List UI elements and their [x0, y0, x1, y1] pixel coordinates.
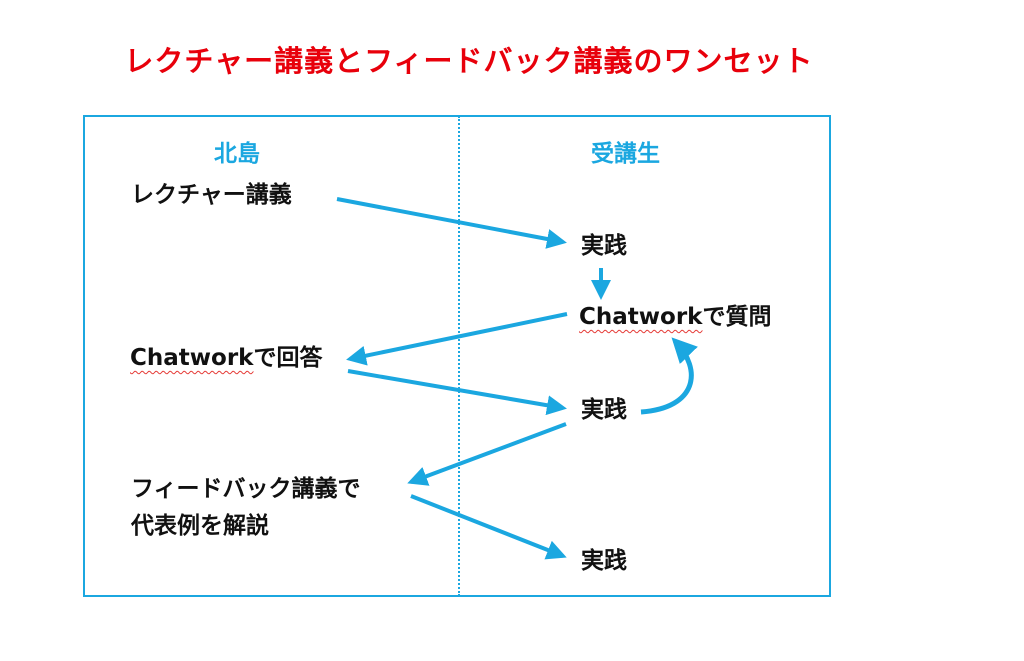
node-feedback: フィードバック講義で 代表例を解説	[131, 478, 361, 538]
node-practice-3: 実践	[581, 548, 627, 574]
diagram-frame	[83, 115, 831, 597]
arrow-lecture-to-practice	[336, 197, 567, 249]
arrow-feedback-to-practice	[410, 494, 567, 560]
node-practice-1: 実践	[581, 233, 627, 259]
node-lecture: レクチャー講義	[131, 182, 292, 208]
column-divider	[458, 116, 460, 596]
arrow-practice-to-feedback	[407, 422, 567, 486]
question-text: で質問	[702, 304, 772, 330]
answer-text: で回答	[253, 345, 323, 371]
node-answer: Chatworkで回答	[130, 347, 322, 370]
feedback-line-1: フィードバック講義で	[131, 476, 361, 502]
feedback-line-2: 代表例を解説	[131, 513, 269, 539]
node-question: Chatworkで質問	[579, 306, 771, 329]
column-header-right: 受講生	[591, 141, 660, 167]
question-app-name: Chatwork	[579, 304, 703, 330]
arrow-answer-to-practice	[347, 369, 567, 416]
arrow-question-to-answer	[346, 312, 568, 366]
node-practice-2: 実践	[581, 397, 627, 423]
arrow-practice-loop-to-question	[640, 337, 698, 415]
page-title: レクチャー講義とフィードバック講義のワンセット	[124, 44, 814, 78]
answer-app-name: Chatwork	[130, 345, 254, 371]
column-header-left: 北島	[214, 141, 260, 167]
